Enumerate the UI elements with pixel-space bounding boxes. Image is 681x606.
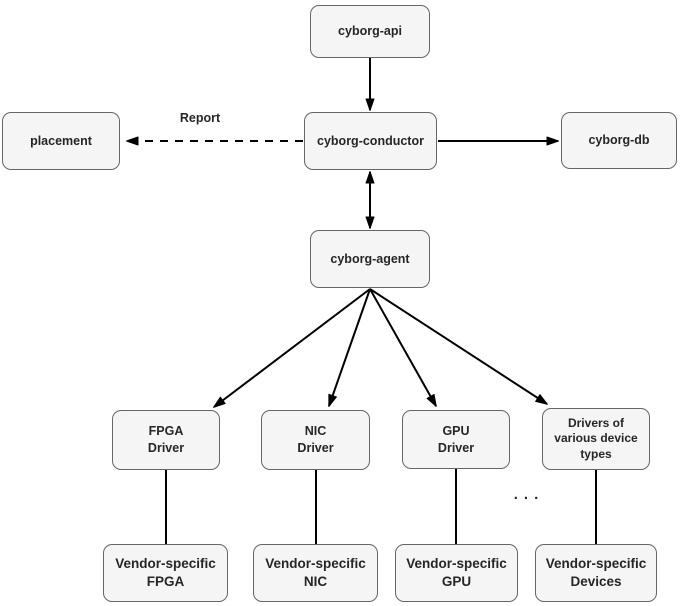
node-vendor-specific-nic: Vendor-specific NIC — [253, 544, 378, 602]
node-cyborg-agent-label: cyborg-agent — [330, 251, 410, 266]
ellipsis-more-drivers: ... — [513, 486, 545, 503]
node-cyborg-agent: cyborg-agent — [310, 230, 430, 288]
node-vendor-specific-nic-label: Vendor-specific NIC — [265, 555, 366, 589]
node-various-device-drivers: Drivers of various device types — [542, 408, 650, 470]
node-nic-driver: NIC Driver — [261, 410, 370, 470]
node-placement-label: placement — [30, 133, 92, 148]
node-vendor-specific-fpga-label: Vendor-specific FPGA — [115, 555, 216, 589]
node-cyborg-conductor-label: cyborg-conductor — [317, 133, 424, 148]
node-cyborg-conductor: cyborg-conductor — [304, 112, 437, 170]
node-fpga-driver: FPGA Driver — [112, 410, 220, 470]
node-cyborg-db-label: cyborg-db — [588, 133, 650, 148]
edge-agent-to-various-drivers — [369, 288, 548, 405]
node-cyborg-api-label: cyborg-api — [338, 24, 402, 39]
node-nic-driver-label: NIC Driver — [297, 424, 334, 455]
node-vendor-specific-gpu-label: Vendor-specific GPU — [406, 555, 507, 589]
node-vendor-specific-gpu: Vendor-specific GPU — [395, 544, 518, 602]
node-cyborg-api: cyborg-api — [310, 5, 430, 58]
node-various-device-drivers-label: Drivers of various device types — [554, 415, 638, 461]
node-placement: placement — [2, 112, 120, 170]
node-gpu-driver: GPU Driver — [402, 410, 510, 469]
edge-agent-to-fpga-driver — [213, 288, 371, 408]
node-vendor-specific-devices: Vendor-specific Devices — [535, 544, 657, 602]
node-cyborg-db: cyborg-db — [561, 112, 677, 169]
edge-agent-to-nic-driver — [328, 288, 371, 407]
node-fpga-driver-label: FPGA Driver — [147, 424, 185, 455]
edge-agent-to-gpu-driver — [369, 288, 437, 407]
node-vendor-specific-devices-label: Vendor-specific Devices — [545, 555, 647, 589]
edge-label-report: Report — [179, 111, 221, 125]
node-vendor-specific-fpga: Vendor-specific FPGA — [103, 544, 228, 602]
node-gpu-driver-label: GPU Driver — [437, 423, 475, 455]
